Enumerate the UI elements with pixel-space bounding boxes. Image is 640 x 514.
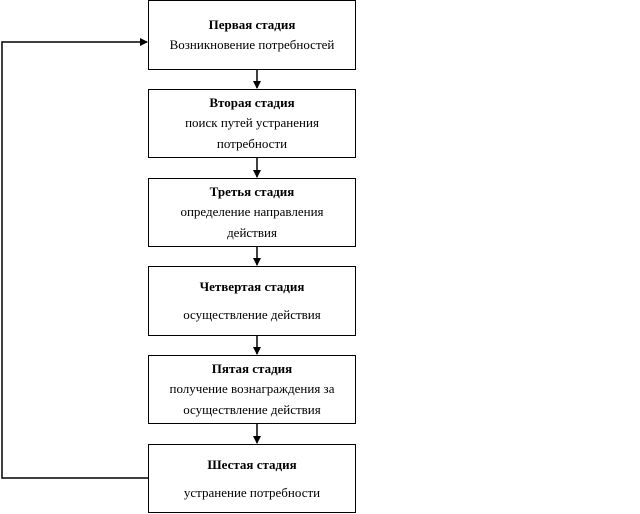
stage-title: Вторая стадия <box>209 95 295 110</box>
stage-title: Четвертая стадия <box>199 279 305 294</box>
stage-box-1: Первая стадия Возникновение потребностей <box>148 0 356 70</box>
stage-title: Пятая стадия <box>211 361 293 376</box>
stage-box-2: Вторая стадия поиск путей устранения пот… <box>148 89 356 158</box>
stage-description: потребности <box>216 136 288 151</box>
stage-description: осуществление действия <box>183 307 321 322</box>
feedback-loop-arrow <box>1 38 148 479</box>
stage-title: Шестая стадия <box>207 456 297 472</box>
stage-box-6: Шестая стадия устранение потребности <box>148 444 356 513</box>
stage-title: Первая стадия <box>208 17 296 32</box>
stage-description: действия <box>227 225 277 240</box>
stage-box-3: Третья стадия определение направления де… <box>148 178 356 247</box>
stage-description: поиск путей устранения <box>185 115 319 130</box>
stage-description: определение направления <box>180 204 324 219</box>
stage-description: устранение потребности <box>183 484 321 500</box>
stage-description: осуществление действия <box>183 402 321 417</box>
stage-description: получение вознаграждения за <box>169 381 335 396</box>
stage-description: Возникновение потребностей <box>169 37 335 52</box>
stage-box-5: Пятая стадия получение вознаграждения за… <box>148 355 356 424</box>
stage-title: Третья стадия <box>209 184 295 199</box>
stage-box-4: Четвертая стадия осуществление действия <box>148 266 356 336</box>
